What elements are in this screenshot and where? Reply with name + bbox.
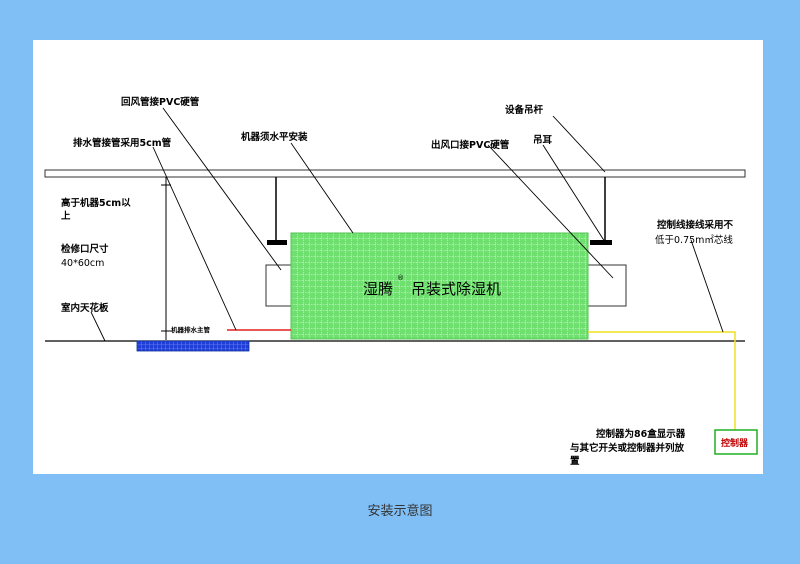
label-return-air-pipe: 回风管接PVC硬管	[121, 96, 200, 108]
diagram-frame: 湿腾 ® 吊装式除湿机 控制器 回风管接PVC硬管 设备吊杆 排水管接管采用5c…	[33, 40, 763, 474]
label-access-line2: 40*60cm	[61, 258, 104, 269]
leader-ceiling	[90, 311, 106, 342]
label-height-line1: 高于机器5cm以	[61, 197, 131, 209]
unit-reg-mark: ®	[397, 274, 404, 282]
label-ceiling: 室内天花板	[61, 302, 109, 314]
leader-drain-pipe	[152, 146, 237, 331]
label-drain-small: 机器排水主管	[171, 325, 211, 334]
label-control-wire-line2: 低于0.75m㎡芯线	[655, 234, 733, 246]
label-controller-note-line3: 置	[570, 455, 580, 467]
leader-level	[290, 142, 354, 234]
leader-rod	[552, 115, 606, 173]
hanging-ear-right	[590, 240, 612, 245]
ceiling-slab	[44, 169, 746, 178]
label-controller-note-line2: 与其它开关或控制器并列放	[570, 442, 685, 454]
label-control-wire-line1: 控制线接线采用不	[657, 219, 734, 231]
leader-ear	[542, 144, 606, 243]
installation-diagram: 湿腾 ® 吊装式除湿机 控制器 回风管接PVC硬管 设备吊杆 排水管接管采用5c…	[44, 96, 758, 467]
outlet-air-duct	[587, 264, 627, 307]
controller-box-label: 控制器	[721, 437, 749, 449]
unit-name: 吊装式除湿机	[411, 280, 501, 298]
diagram-caption: 安装示意图	[367, 504, 433, 519]
access-panel	[136, 340, 250, 352]
leader-return-air	[162, 107, 282, 271]
label-level-install: 机器须水平安装	[241, 131, 308, 143]
unit-brand: 湿腾	[363, 280, 393, 298]
label-drain-pipe: 排水管接管采用5cm管	[73, 137, 172, 149]
hanging-ear-left	[267, 240, 287, 245]
label-equipment-rod: 设备吊杆	[505, 104, 544, 116]
label-hanging-ear: 吊耳	[533, 135, 553, 146]
control-wire	[588, 331, 736, 430]
label-access-line1: 检修口尺寸	[61, 243, 109, 255]
label-outlet-pipe: 出风口接PVC硬管	[431, 139, 510, 151]
label-height-line2: 上	[61, 210, 71, 222]
leader-outlet	[487, 144, 614, 279]
controller-box	[714, 429, 758, 455]
label-controller-note-line1: 控制器为86盒显示器	[596, 428, 686, 440]
leader-control-wire	[690, 239, 724, 333]
dehumidifier-unit	[290, 232, 589, 340]
